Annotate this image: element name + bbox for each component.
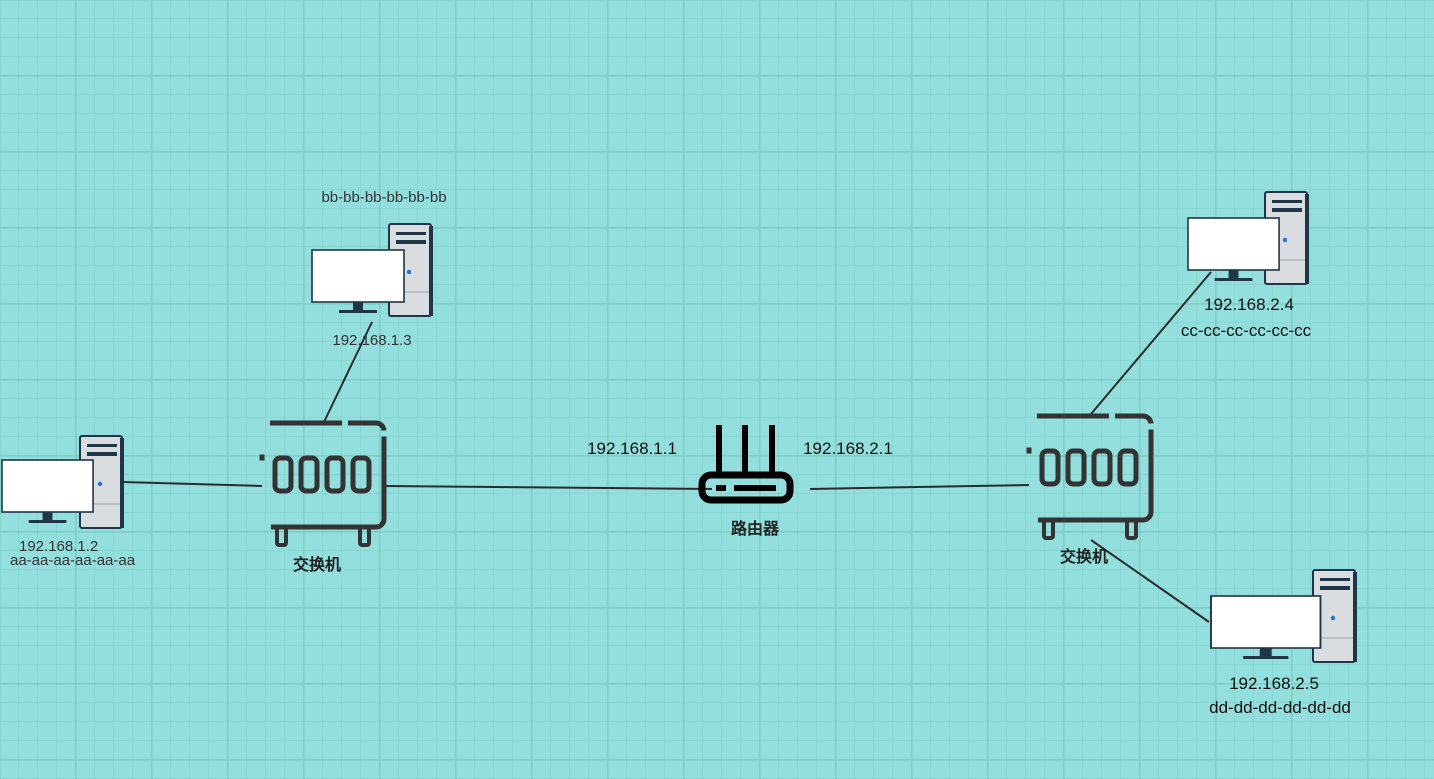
link-switch-left-router — [385, 485, 713, 490]
computer-d-icon — [1210, 569, 1358, 663]
link-router-switch-right — [809, 484, 1030, 490]
pc-b-mac-label: bb-bb-bb-bb-bb-bb — [321, 189, 447, 206]
switch-right-label: 交换机 — [1059, 547, 1109, 566]
router-ip-left-label: 192.168.1.1 — [587, 439, 677, 458]
link-pc-a-switch-left — [122, 481, 263, 487]
link-switch-right-pc-d — [1090, 539, 1210, 623]
pc-d-ip-label: 192.168.2.5 — [1229, 674, 1319, 693]
computer-a-icon — [1, 435, 125, 529]
router-icon — [698, 425, 794, 504]
computer-c-icon — [1187, 191, 1310, 285]
switch-right-icon — [1029, 416, 1151, 538]
router-ip-right-label: 192.168.2.1 — [803, 439, 893, 458]
switch-left-label: 交换机 — [292, 555, 342, 574]
link-switch-right-pc-c — [1090, 271, 1212, 415]
pc-b-ip-label: 192.168.1.3 — [332, 332, 412, 349]
pc-c-mac-label: cc-cc-cc-cc-cc-cc — [1180, 321, 1312, 340]
switch-left-icon — [262, 423, 384, 545]
link-pc-b-switch-left — [323, 321, 373, 423]
router-label: 路由器 — [730, 519, 780, 538]
pc-a-ip-label: 192.168.1.2 — [19, 538, 99, 555]
pc-c-ip-label: 192.168.2.4 — [1204, 295, 1294, 314]
computer-b-icon — [311, 223, 434, 317]
links — [122, 271, 1212, 623]
pc-a-mac-label: aa-aa-aa-aa-aa-aa — [10, 552, 136, 569]
pc-d-mac-label: dd-dd-dd-dd-dd-dd — [1209, 698, 1351, 717]
